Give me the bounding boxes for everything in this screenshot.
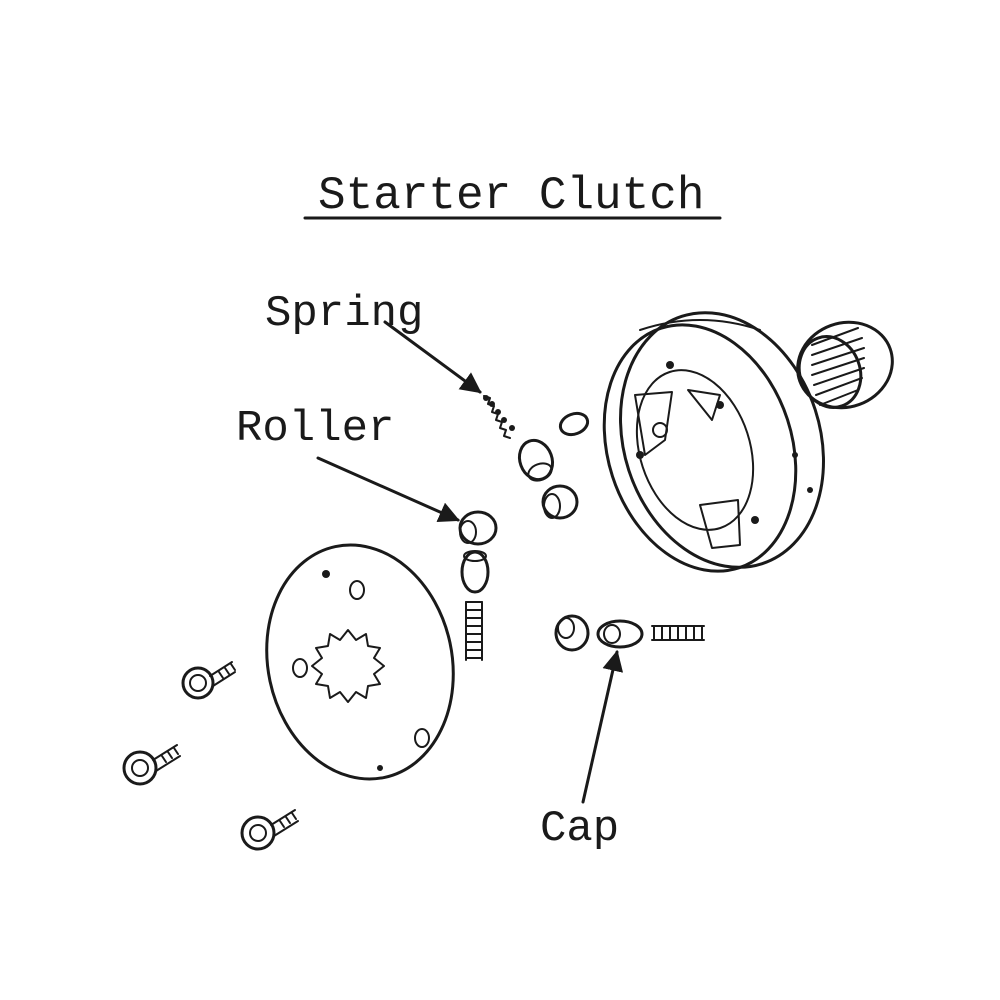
roller-upper [541, 484, 579, 520]
clutch-inner-plate [265, 543, 455, 781]
diagram-title: Starter Clutch [318, 170, 704, 222]
cap-label: Cap [540, 804, 619, 854]
spring-right [651, 625, 705, 641]
clutch-outer-housing [602, 311, 825, 573]
roller-upper-small [558, 411, 590, 437]
cap-left [460, 550, 490, 594]
flange-bolt-3 [240, 809, 299, 851]
roller-left [458, 510, 498, 546]
roller-leader-arrow [316, 456, 460, 522]
cap-leader-arrow [581, 649, 624, 804]
spring-upper [483, 395, 515, 439]
cap-upper [517, 438, 555, 482]
needle-bearing [796, 320, 894, 410]
spring-left [465, 601, 483, 661]
roller-label: Roller [236, 404, 394, 454]
cap-right [596, 619, 644, 649]
spring-leader-arrow [383, 320, 482, 394]
roller-right [554, 614, 590, 652]
flange-bolt-1 [181, 661, 236, 700]
flange-bolt-2 [122, 744, 181, 786]
